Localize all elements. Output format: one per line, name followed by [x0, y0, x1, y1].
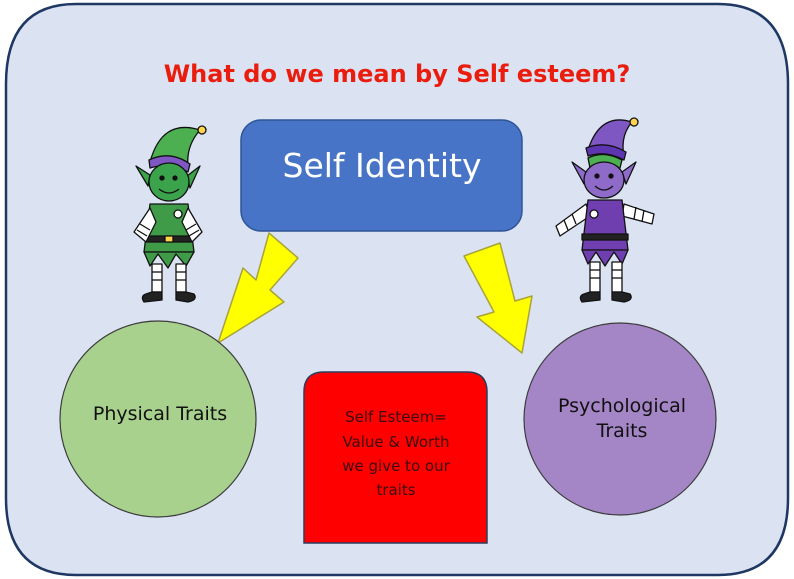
physical-traits-circle: [59, 320, 257, 518]
psychological-traits-circle: [523, 322, 717, 516]
right-arrow-icon: [463, 242, 533, 354]
self-esteem-box: [303, 371, 488, 544]
purple-elf-icon: [555, 117, 655, 303]
self-identity-label: Self Identity: [282, 146, 482, 186]
green-elf-icon: [133, 125, 207, 303]
slide-title: What do we mean by Self esteem?: [163, 60, 631, 89]
left-arrow-icon: [217, 232, 299, 344]
self-esteem-label: Self Esteem= Value & Worth we give to ou…: [342, 408, 450, 500]
physical-traits-label: Physical Traits: [92, 403, 228, 426]
psychological-traits-label: Psychological Traits: [558, 394, 686, 442]
self-identity-box: [240, 119, 523, 232]
